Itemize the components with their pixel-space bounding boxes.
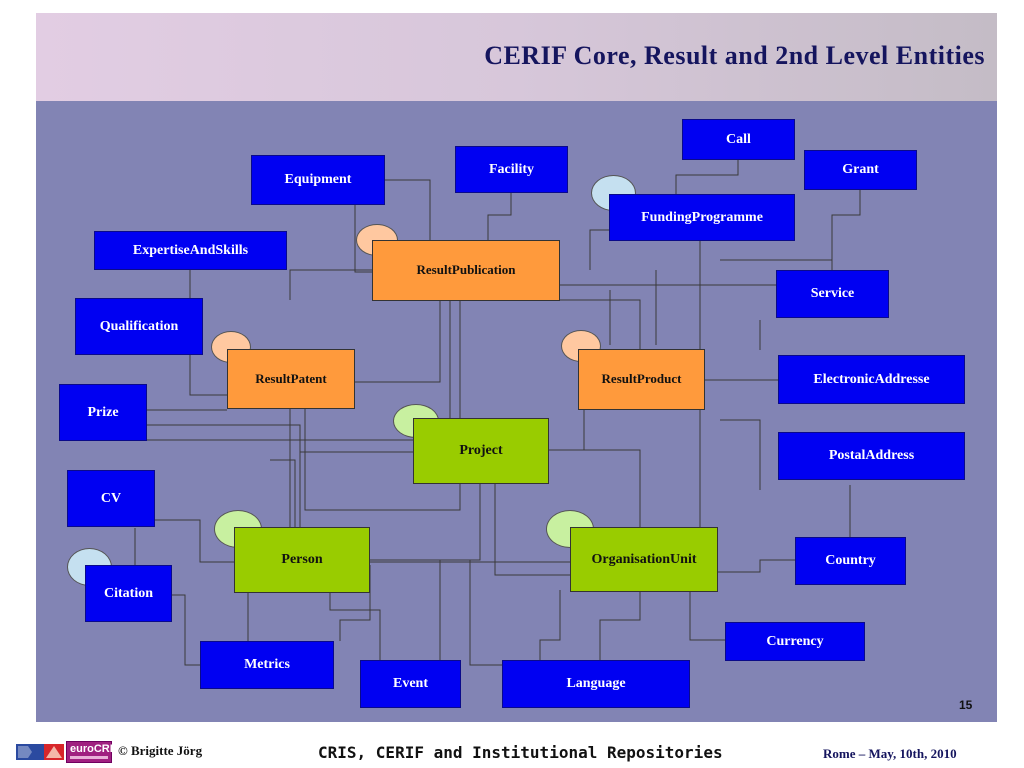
footer-event-date: Rome – May, 10th, 2010: [823, 746, 957, 761]
slide-number: 15: [959, 698, 973, 712]
entity-event[interactable]: Event: [360, 660, 461, 708]
entity-qualification[interactable]: Qualification: [75, 298, 203, 355]
entity-cv[interactable]: CV: [67, 470, 155, 527]
entity-citation[interactable]: Citation: [85, 565, 172, 622]
entity-equipment[interactable]: Equipment: [251, 155, 385, 205]
eurocris-logo-icon: euroCRIS: [66, 741, 120, 763]
entity-electronic-addresse[interactable]: ElectronicAddresse: [778, 355, 965, 404]
entity-expertise-and-skills[interactable]: ExpertiseAndSkills: [94, 231, 287, 270]
footer-copyright: © Brigitte Jörg: [118, 743, 203, 758]
entity-currency[interactable]: Currency: [725, 622, 865, 661]
entity-organisation-unit[interactable]: OrganisationUnit: [570, 527, 718, 592]
entity-result-patent[interactable]: ResultPatent: [227, 349, 355, 409]
entity-project[interactable]: Project: [413, 418, 549, 484]
footer-presentation-title: CRIS, CERIF and Institutional Repositori…: [318, 743, 723, 762]
slide-title: CERIF Core, Result and 2nd Level Entitie…: [484, 41, 985, 70]
dfki-logo-icon: [16, 744, 64, 760]
entity-funding-programme[interactable]: FundingProgramme: [609, 194, 795, 241]
entity-postal-address[interactable]: PostalAddress: [778, 432, 965, 480]
entity-result-product[interactable]: ResultProduct: [578, 349, 705, 410]
entity-language[interactable]: Language: [502, 660, 690, 708]
entity-prize[interactable]: Prize: [59, 384, 147, 441]
entity-grant[interactable]: Grant: [804, 150, 917, 190]
entity-service[interactable]: Service: [776, 270, 889, 318]
entity-result-publication[interactable]: ResultPublication: [372, 240, 560, 301]
entity-metrics[interactable]: Metrics: [200, 641, 334, 689]
entity-country[interactable]: Country: [795, 537, 906, 585]
title-bar: CERIF Core, Result and 2nd Level Entitie…: [36, 13, 997, 101]
entity-call[interactable]: Call: [682, 119, 795, 160]
entity-person[interactable]: Person: [234, 527, 370, 593]
entity-facility[interactable]: Facility: [455, 146, 568, 193]
